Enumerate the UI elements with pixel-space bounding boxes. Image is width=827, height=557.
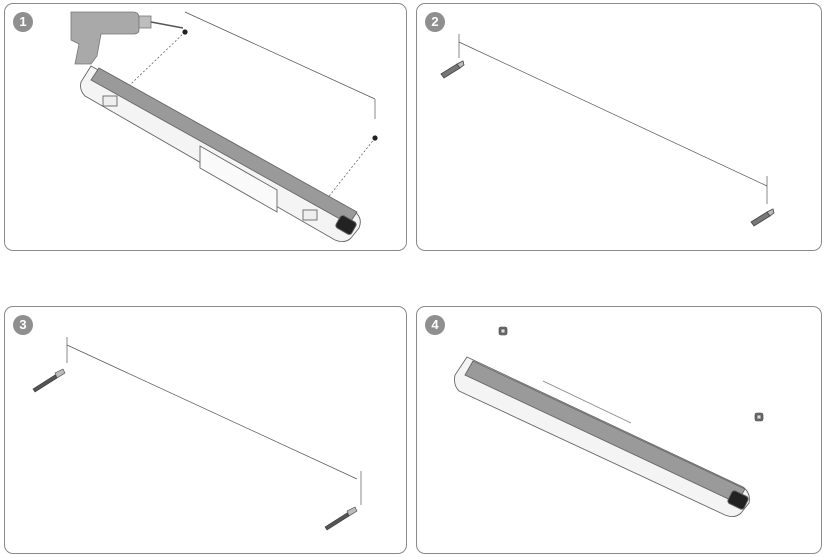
step-1-illustration bbox=[70, 11, 378, 243]
drill-point-left bbox=[182, 29, 188, 35]
step-2-badge: 2 bbox=[425, 12, 445, 32]
sound-bar bbox=[80, 65, 361, 243]
screw-icon bbox=[498, 326, 508, 336]
step-1-badge: 1 bbox=[13, 12, 33, 32]
drill-point-right bbox=[372, 135, 378, 141]
step-4-panel: 4 bbox=[416, 306, 822, 554]
wall-guide-lines bbox=[458, 34, 768, 204]
step-2-panel: 2 bbox=[416, 3, 822, 251]
step-3-panel: 3 bbox=[4, 306, 407, 554]
screw-icon bbox=[754, 412, 764, 422]
step-4-badge: 4 bbox=[425, 315, 445, 335]
step-1-panel: 1 bbox=[4, 3, 407, 251]
step-3-badge: 3 bbox=[13, 315, 33, 335]
sound-bar bbox=[454, 356, 750, 518]
drill-icon bbox=[70, 11, 184, 65]
step-4-illustration bbox=[454, 326, 764, 518]
wall-anchor-icon bbox=[750, 208, 775, 227]
screw-icon bbox=[324, 506, 358, 531]
wall-guide-lines bbox=[66, 337, 362, 505]
step-2-illustration bbox=[440, 34, 775, 227]
wall-anchor-icon bbox=[440, 60, 465, 79]
step-3-illustration bbox=[32, 337, 362, 531]
screw-icon bbox=[32, 368, 66, 393]
